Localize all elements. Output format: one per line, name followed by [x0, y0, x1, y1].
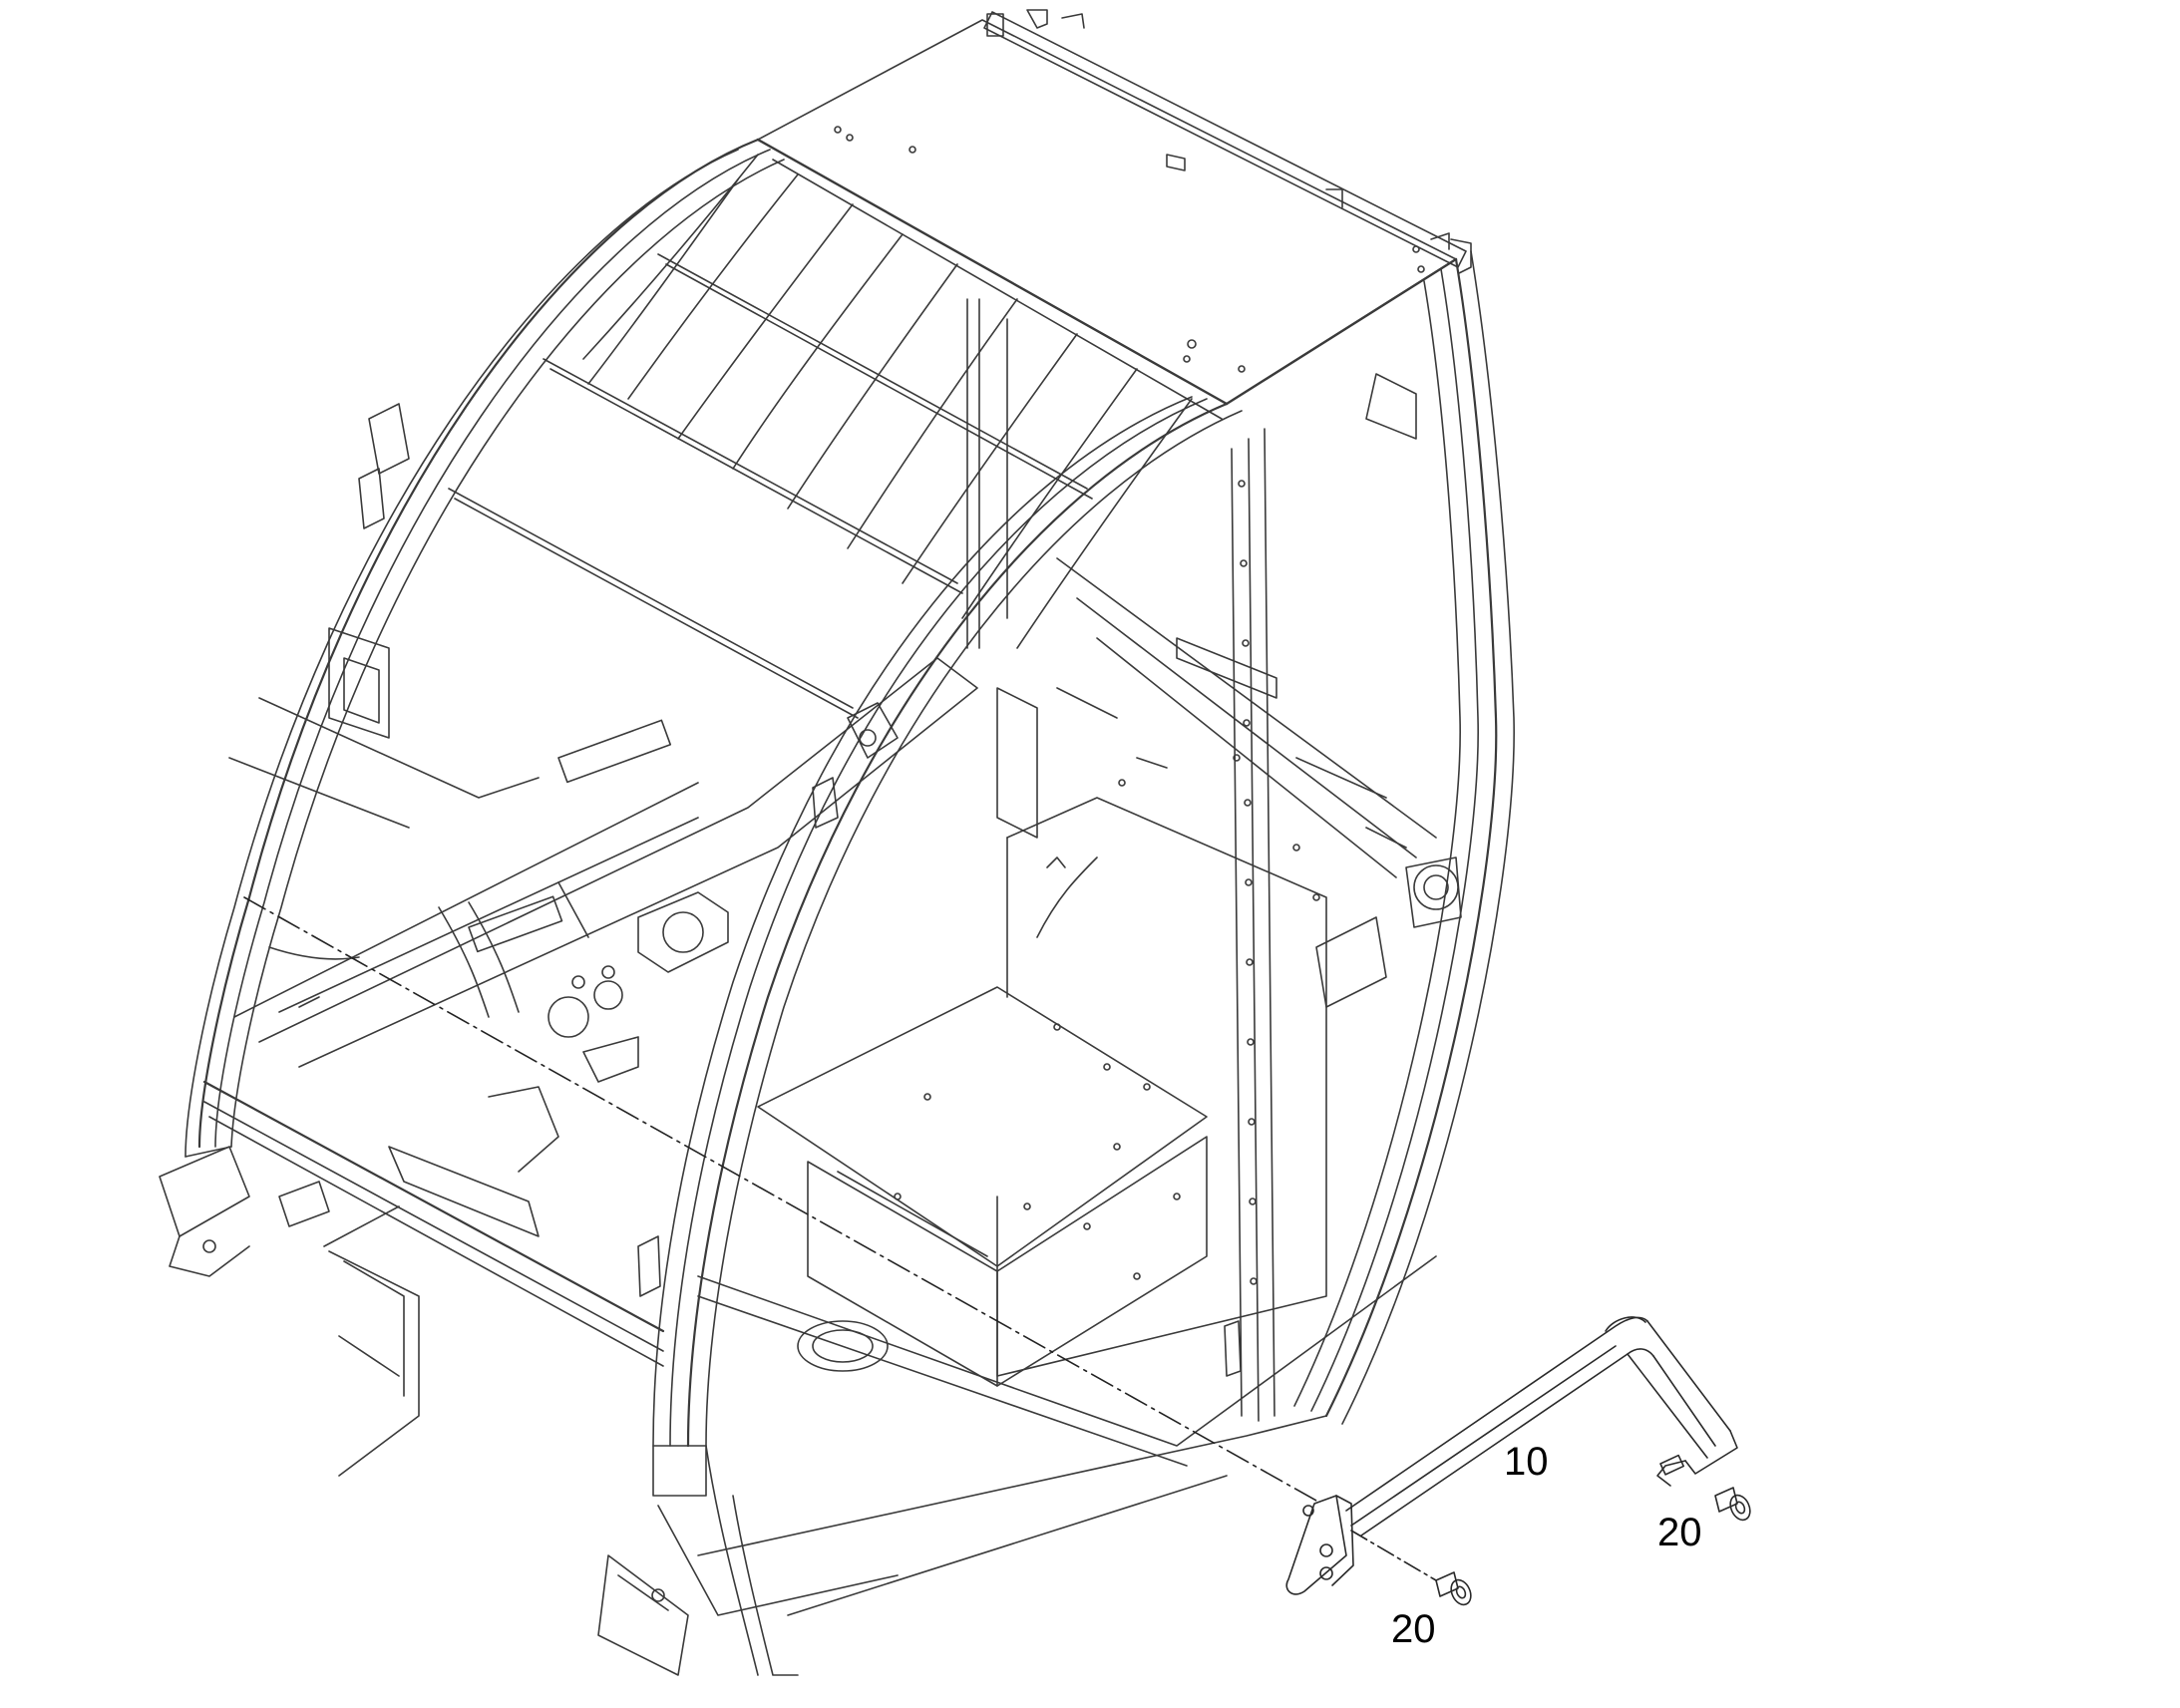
callout-label-grab-handle: 10: [1504, 1440, 1549, 1484]
callout-label-screw-left: 20: [1391, 1607, 1436, 1651]
front-pillar-centre: [653, 397, 1242, 1675]
rear-pillar-right: [1294, 251, 1514, 1424]
seat-box: [758, 798, 1326, 1386]
roof-grille: [449, 155, 1222, 718]
assembly-axis-line: [244, 897, 1316, 1501]
grab-handle-part-10: [1286, 1317, 1737, 1594]
cab-frame: [160, 10, 1514, 1675]
screw-right-part-20: [1715, 1488, 1754, 1524]
dashboard-console: [229, 628, 977, 1246]
screw-left-part-20: [1436, 1572, 1475, 1608]
roof-panel: [758, 10, 1471, 404]
hinge-brackets: [359, 404, 898, 1296]
front-crossbar: [160, 1082, 663, 1476]
door-post: [1225, 429, 1274, 1421]
screw-axis-line: [1351, 1531, 1436, 1580]
callout-label-screw-right: 20: [1657, 1511, 1702, 1554]
rear-interior: [997, 558, 1436, 1007]
floor-plate: [598, 1256, 1436, 1675]
